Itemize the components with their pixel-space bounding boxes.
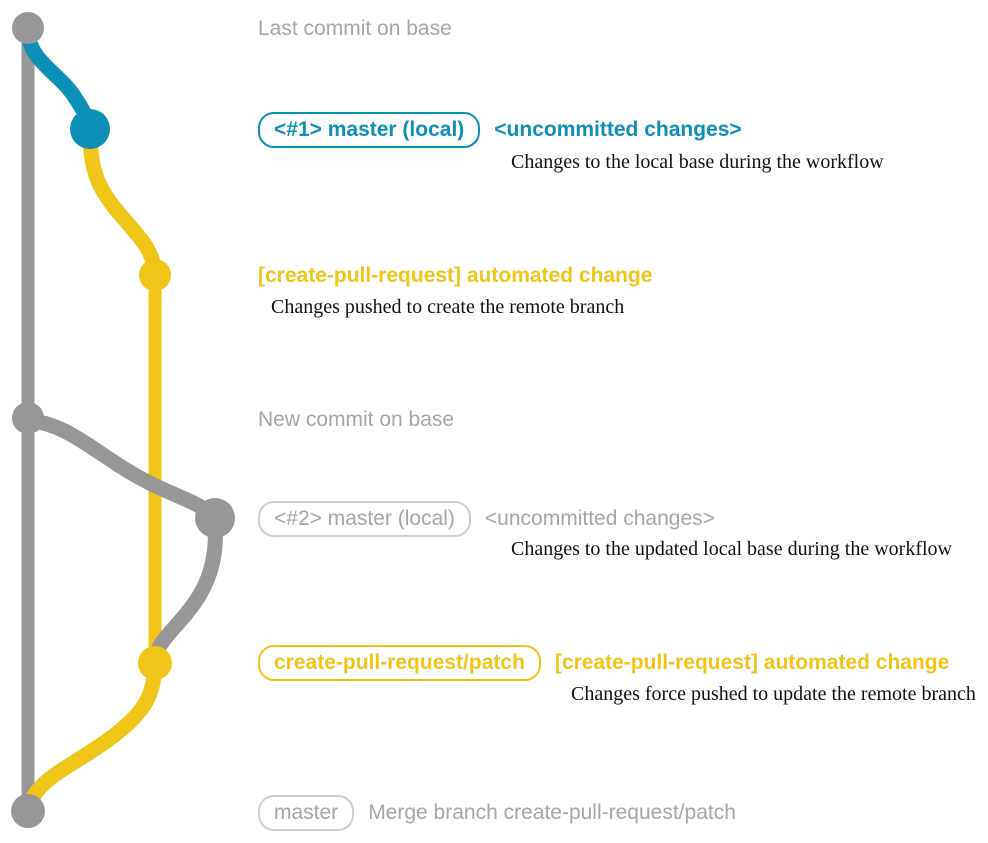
branch-badge-master[interactable]: master [258, 795, 355, 831]
commit-node-patch-2[interactable] [138, 646, 172, 680]
commit-description-2: Changes pushed to create the remote bran… [271, 296, 625, 318]
branch-badge-create-pull-request-patch[interactable]: create-pull-request/patch [258, 645, 541, 681]
commit-node-base-new[interactable] [12, 402, 44, 434]
commit-node-master-tip[interactable] [11, 794, 45, 828]
commit-node-local-2[interactable] [195, 498, 235, 538]
commit-headline-automated-change-2: [create-pull-request] automated change [554, 651, 950, 674]
branch-line-patch-upper [82, 123, 163, 283]
commit-headline-automated-change-1: [create-pull-request] automated change [258, 264, 653, 287]
branch-line-local-2-out [20, 412, 223, 526]
commit-headline-new-commit-on-base: New commit on base [258, 408, 455, 431]
commit-row-local-uncommitted-1: <#1> master (local) <uncommitted changes… [258, 112, 742, 148]
commit-headline-merge: Merge branch create-pull-request/patch [368, 801, 736, 824]
commit-node-local-1[interactable] [70, 109, 110, 149]
commit-node-base-last[interactable] [12, 12, 44, 44]
commit-node-patch-1[interactable] [139, 259, 171, 291]
commit-headline-uncommitted-2: <uncommitted changes> [484, 507, 715, 530]
commit-headline-uncommitted-1: <uncommitted changes> [494, 118, 742, 141]
commit-description-1: Changes to the local base during the wor… [511, 151, 884, 173]
branch-badge-master-local-2[interactable]: <#2> master (local) [258, 501, 471, 537]
branch-line-local-2-in [147, 512, 223, 671]
branch-line-merge [20, 657, 163, 819]
commit-description-3: Changes to the updated local base during… [511, 538, 952, 560]
commit-row-automated-change-2: create-pull-request/patch [create-pull-r… [258, 645, 949, 681]
branch-badge-master-local-1[interactable]: <#1> master (local) [258, 112, 481, 148]
commit-row-local-uncommitted-2: <#2> master (local) <uncommitted changes… [258, 501, 715, 537]
commit-row-merge: master Merge branch create-pull-request/… [258, 795, 736, 831]
commit-headline-last-commit-on-base: Last commit on base [258, 17, 452, 40]
commit-description-4: Changes force pushed to update the remot… [571, 683, 976, 705]
